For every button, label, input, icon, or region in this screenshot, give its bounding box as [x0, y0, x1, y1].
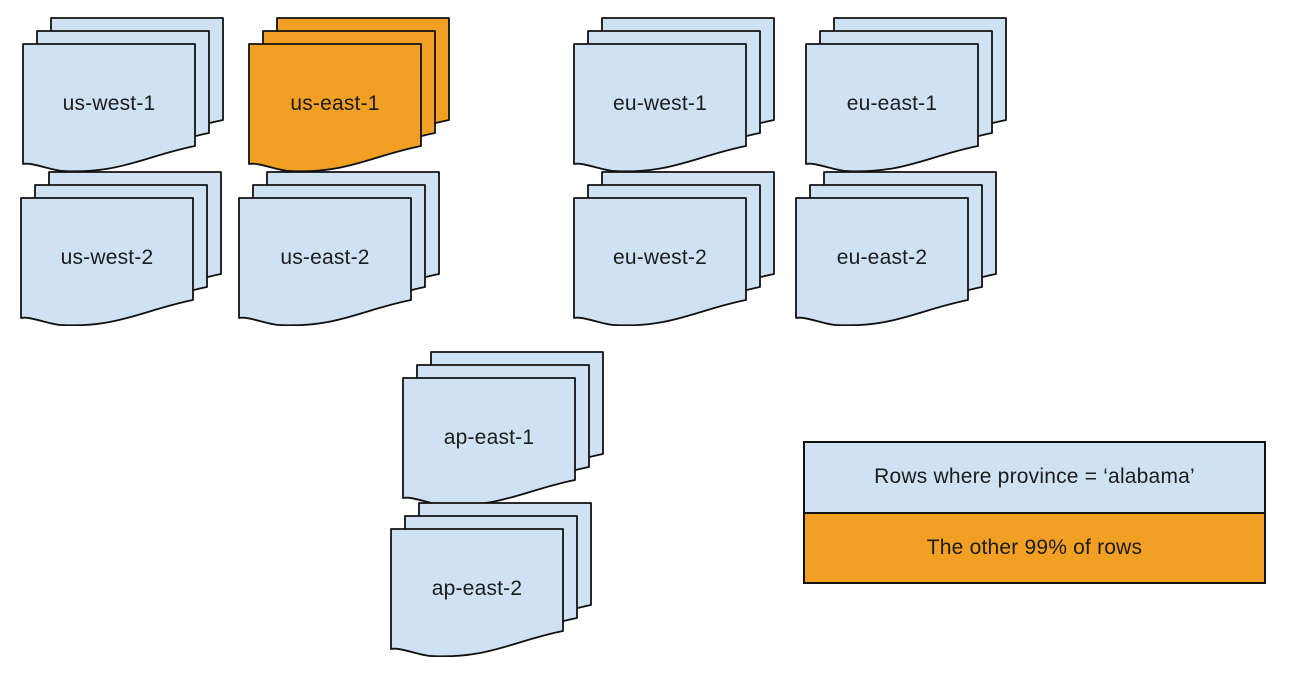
document-sheet-front [573, 43, 747, 172]
region-stack-ap-east-1: ap-east-1 [402, 351, 604, 506]
document-sheet-front [248, 43, 422, 172]
region-stack-eu-east-1: eu-east-1 [805, 17, 1007, 172]
region-stack-eu-east-2: eu-east-2 [795, 171, 997, 326]
document-sheet-front [390, 528, 564, 657]
region-stack-eu-west-1: eu-west-1 [573, 17, 775, 172]
legend-label-other-rows: The other 99% of rows [926, 535, 1143, 559]
region-stack-eu-west-2: eu-west-2 [573, 171, 775, 326]
document-sheet-front [573, 197, 747, 326]
region-stack-us-west-2: us-west-2 [20, 171, 222, 326]
document-sheet-front [20, 197, 194, 326]
region-stack-us-west-1: us-west-1 [22, 17, 224, 172]
document-sheet-front [238, 197, 412, 326]
legend-row-alabama-rows: Rows where province = ‘alabama’ [805, 443, 1264, 514]
document-sheet-front [795, 197, 969, 326]
document-sheet-front [805, 43, 979, 172]
legend-row-other-rows: The other 99% of rows [805, 513, 1264, 582]
legend: Rows where province = ‘alabama’ The othe… [803, 441, 1266, 584]
region-stack-us-east-2: us-east-2 [238, 171, 440, 326]
region-stack-ap-east-2: ap-east-2 [390, 502, 592, 657]
document-sheet-front [402, 377, 576, 506]
document-sheet-front [22, 43, 196, 172]
region-stack-us-east-1: us-east-1 [248, 17, 450, 172]
legend-label-alabama-rows: Rows where province = ‘alabama’ [874, 465, 1195, 489]
